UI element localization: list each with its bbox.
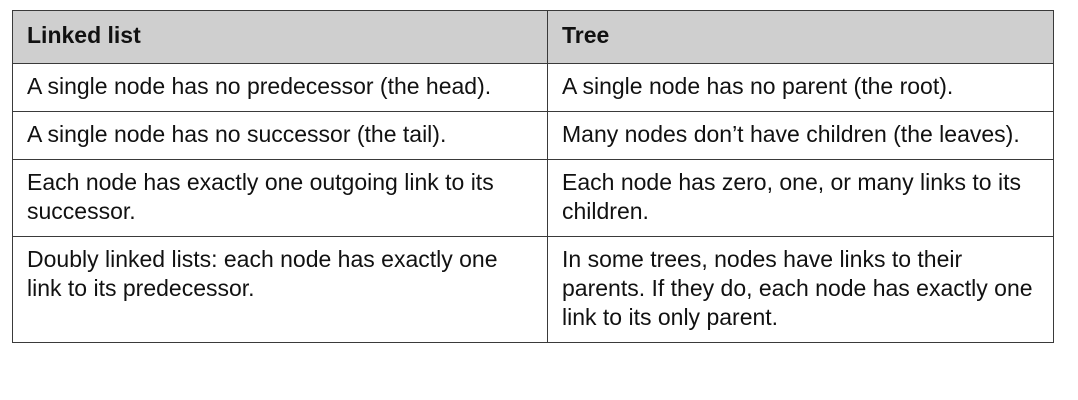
comparison-table: Linked list Tree A single node has no pr… xyxy=(12,10,1054,343)
tree-cell: In some trees, nodes have links to their… xyxy=(547,236,1054,343)
header-tree: Tree xyxy=(547,10,1054,64)
linked-list-cell: Doubly linked lists: each node has exact… xyxy=(12,236,548,343)
tree-cell: Each node has zero, one, or many links t… xyxy=(547,159,1054,237)
linked-list-cell: Each node has exactly one outgoing link … xyxy=(12,159,548,237)
table-row: A single node has no predecessor (the he… xyxy=(12,63,1054,112)
header-row: Linked list Tree xyxy=(12,10,1054,64)
linked-list-cell: A single node has no successor (the tail… xyxy=(12,111,548,160)
linked-list-cell: A single node has no predecessor (the he… xyxy=(12,63,548,112)
header-linked-list: Linked list xyxy=(12,10,548,64)
table-row: Doubly linked lists: each node has exact… xyxy=(12,236,1054,343)
tree-cell: A single node has no parent (the root). xyxy=(547,63,1054,112)
table-row: Each node has exactly one outgoing link … xyxy=(12,159,1054,237)
tree-cell: Many nodes don’t have children (the leav… xyxy=(547,111,1054,160)
table-row: A single node has no successor (the tail… xyxy=(12,111,1054,160)
